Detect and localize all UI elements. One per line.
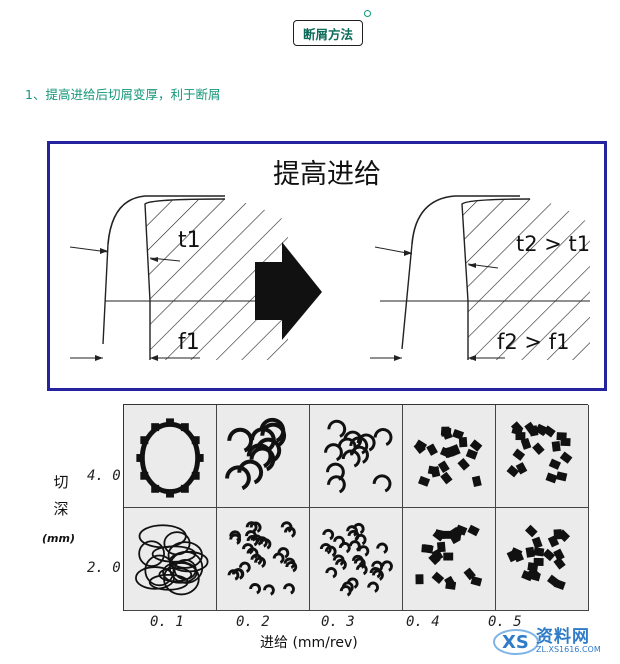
chip-cell (310, 508, 403, 611)
chip-cell (403, 405, 496, 508)
chip-form-icon (227, 521, 298, 596)
chip-cell (124, 405, 217, 508)
right-feed-label: f2 > f1 (497, 330, 570, 354)
depth-tick-1: 2. 0 (87, 560, 121, 576)
chip-cell (310, 405, 403, 508)
feed-tick-4: 0. 5 (488, 614, 522, 630)
x-axis-label: 进给 (mm/rev) (260, 635, 358, 651)
chip-form-icon (415, 524, 483, 590)
watermark-text: 资料网 (536, 627, 590, 647)
feed-diagram-svg (69, 195, 590, 361)
y-axis-unit: (mm) (42, 532, 75, 545)
watermark-logo-icon: XS (493, 629, 539, 655)
chip-form-icon (319, 522, 393, 597)
svg-text:XS: XS (502, 632, 529, 653)
chip-cell (124, 508, 217, 611)
feed-tick-0: 0. 1 (150, 614, 184, 630)
depth-tick-0: 4. 0 (87, 468, 121, 484)
tip-text: 1、提高进给后切屑变厚，利于断屑 (25, 87, 221, 102)
chip-cell (496, 405, 589, 508)
left-tool-group (69, 195, 288, 361)
chip-cell (217, 405, 310, 508)
section-badge: 断屑方法 (293, 20, 363, 46)
arrow-right-icon (255, 242, 322, 340)
diagram-title: 提高进给 (273, 159, 381, 190)
chip-form-icon (225, 417, 287, 491)
feed-tick-2: 0. 3 (321, 614, 355, 630)
chip-form-icon (135, 524, 209, 596)
chip-cell (217, 508, 310, 611)
watermark-url: ZL.XS1616.COM (536, 645, 601, 654)
badge-dot-icon (364, 10, 371, 17)
feed-diagram: 提高进给 (47, 141, 607, 391)
chip-form-grid (123, 404, 589, 611)
chip-form-icon (324, 419, 393, 494)
chip-form-icon (506, 524, 571, 590)
chip-cell (496, 508, 589, 611)
left-feed-label: f1 (178, 330, 200, 355)
chip-form-icon (506, 421, 573, 484)
right-thickness-label: t2 > t1 (516, 232, 591, 256)
chip-cell (403, 508, 496, 611)
feed-tick-3: 0. 4 (406, 614, 440, 630)
badge-label: 断屑方法 (302, 26, 353, 42)
right-tool-group (370, 195, 590, 361)
chip-form-icon (136, 418, 204, 498)
y-axis-label: 切深 (53, 473, 69, 518)
left-thickness-label: t1 (178, 228, 201, 253)
feed-tick-1: 0. 2 (236, 614, 270, 630)
chip-form-icon (413, 426, 483, 488)
